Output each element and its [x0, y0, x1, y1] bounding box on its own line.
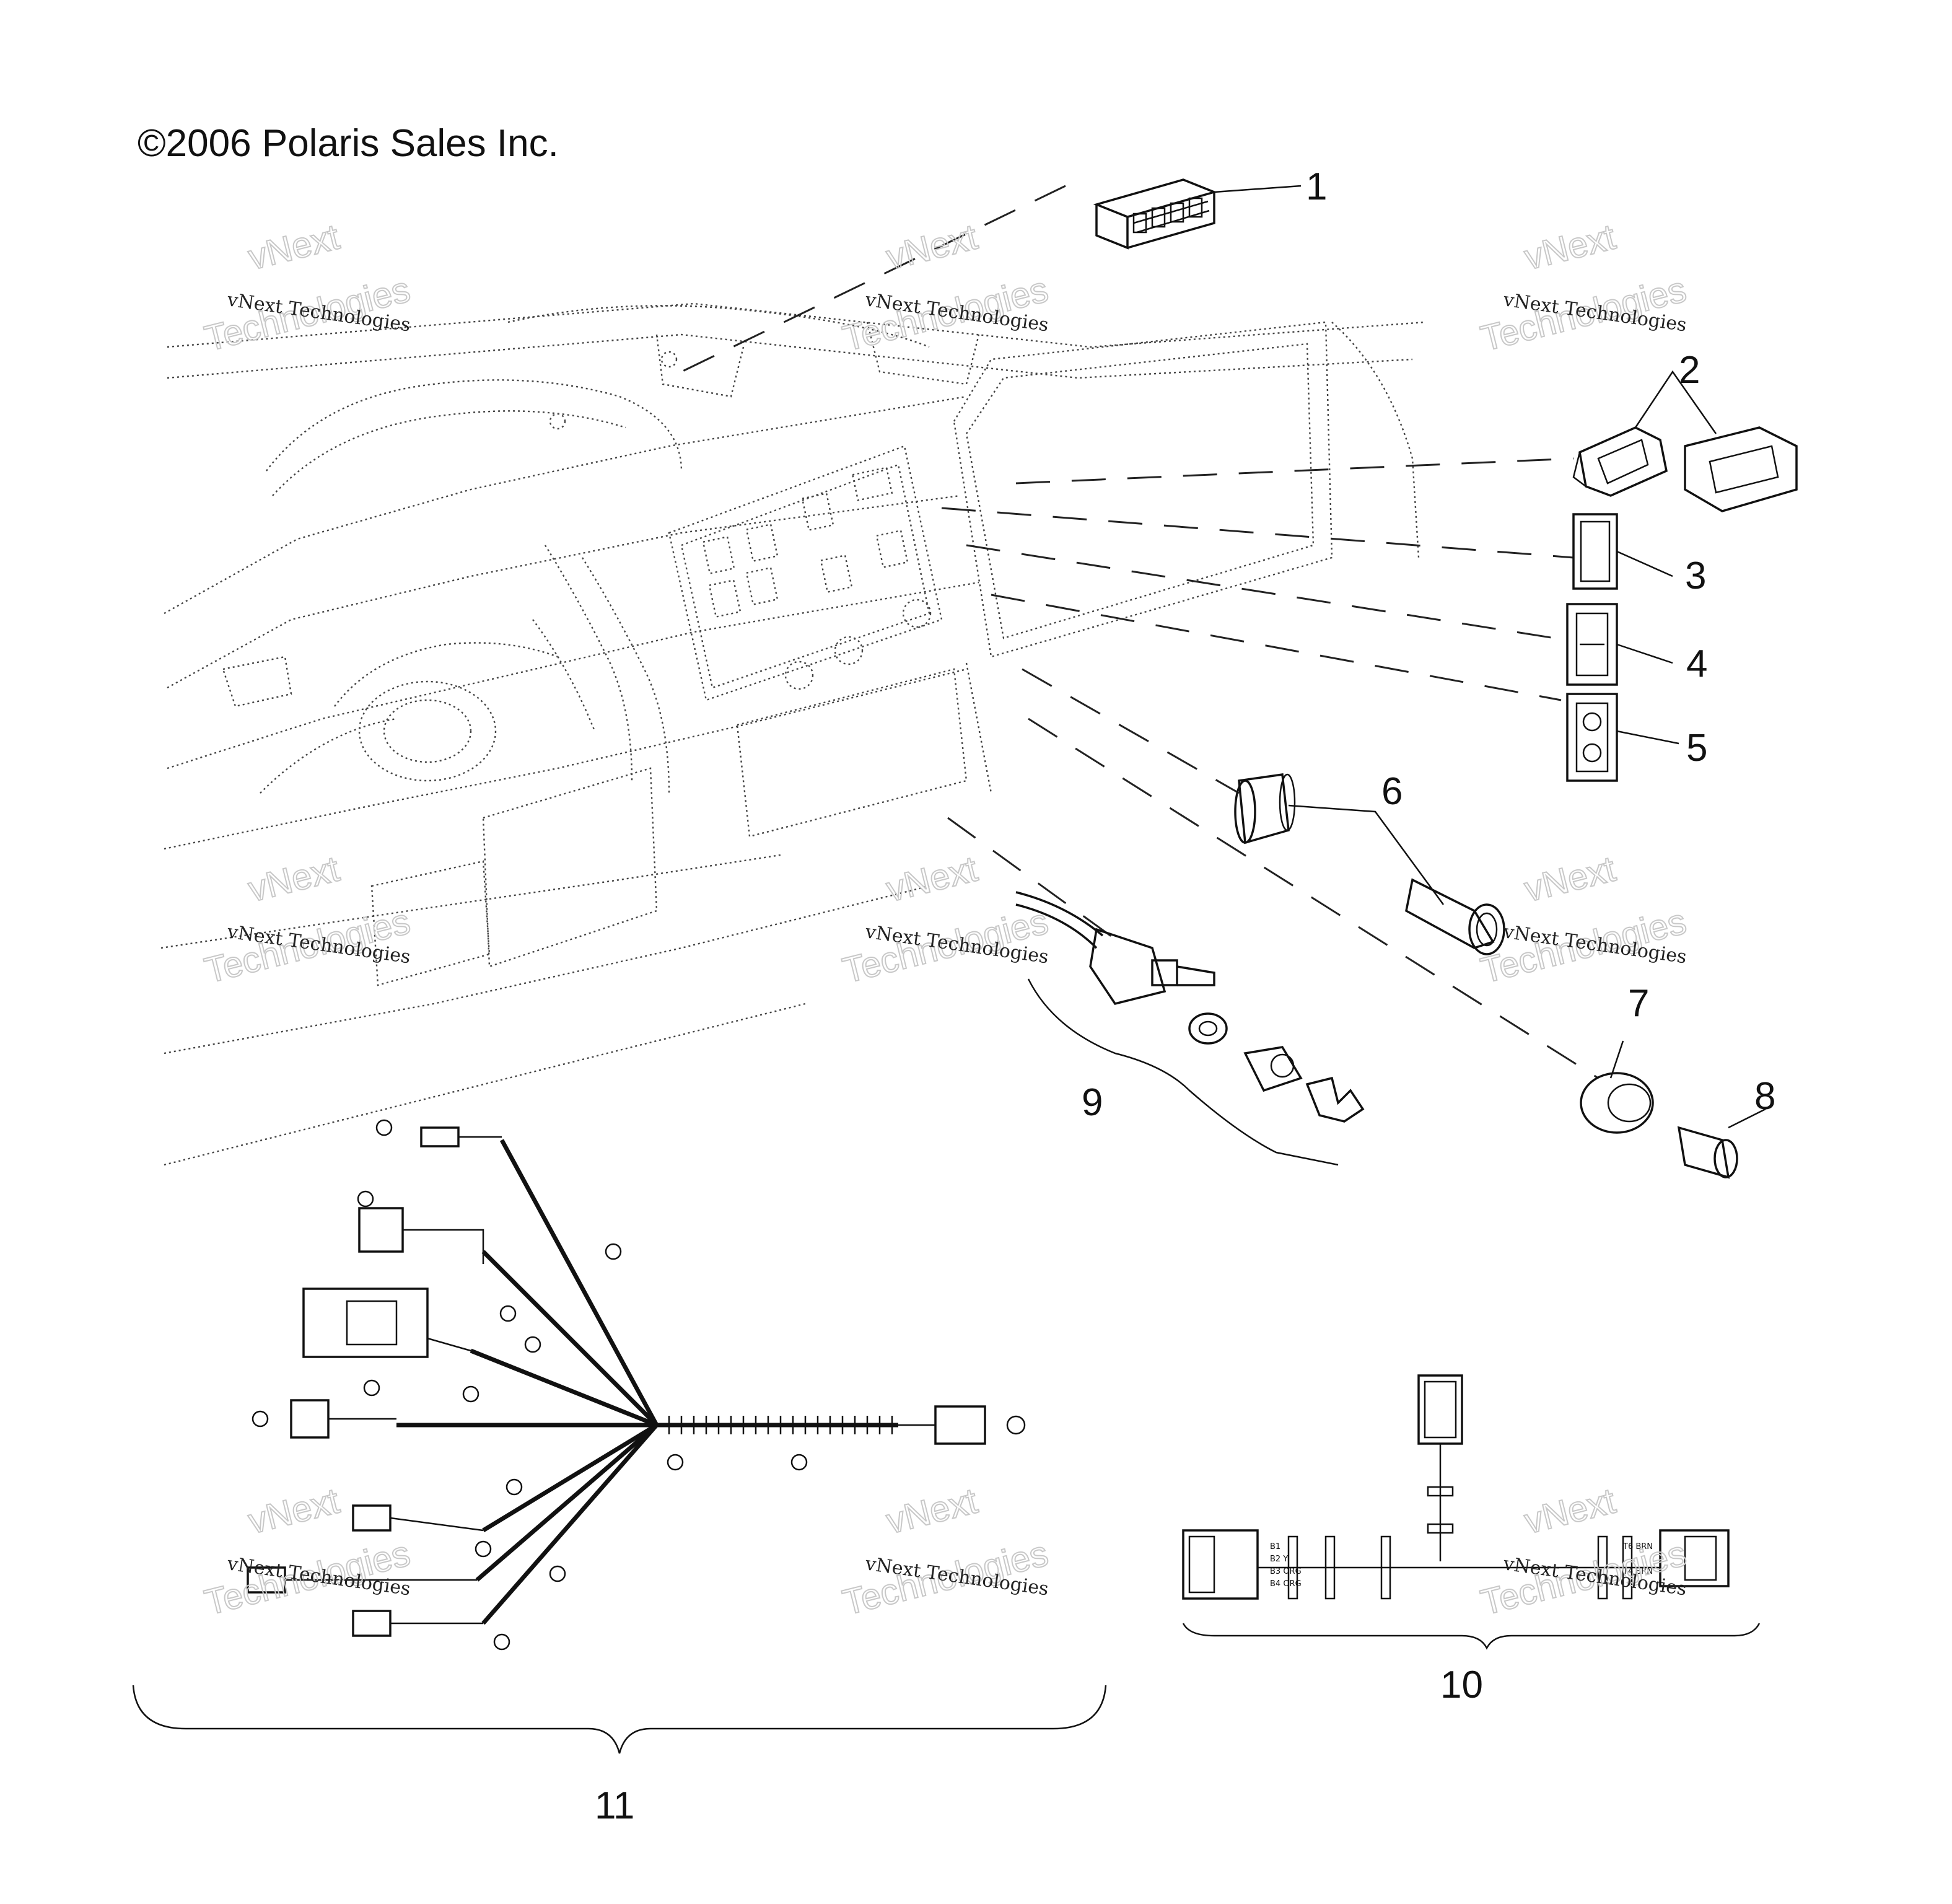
- svg-text:vNext: vNext: [244, 1480, 343, 1542]
- copyright-notice: ©2006 Polaris Sales Inc.: [138, 122, 559, 165]
- part-8-lamp: [1677, 1108, 1766, 1179]
- svg-text:vNext: vNext: [244, 216, 343, 278]
- svg-text:B1: B1: [1270, 1542, 1280, 1551]
- callout-1: 1: [1306, 165, 1327, 208]
- part-9-ignition-switch: [1015, 891, 1365, 1166]
- part-4-rocker-switch: [1566, 603, 1673, 686]
- part-2-bezels: [1572, 370, 1798, 512]
- callout-9: 9: [1082, 1081, 1103, 1124]
- svg-text:B3 ORG: B3 ORG: [1270, 1567, 1302, 1576]
- watermark-9: vNext Technologies vNext Technologies: [1476, 1480, 1691, 1623]
- callout-6: 6: [1381, 770, 1403, 813]
- watermark-7: vNext Technologies vNext Technologies: [200, 1480, 414, 1623]
- svg-text:vNext: vNext: [244, 848, 343, 910]
- callout-7: 7: [1628, 982, 1649, 1025]
- callout-5: 5: [1686, 727, 1707, 770]
- part-10-harness: B1 B2 Y B3 ORG B4 ORG T6 BRN T4 BRN: [1182, 1374, 1761, 1650]
- watermark-1: vNext Technologies vNext Technologies: [200, 216, 414, 359]
- svg-text:T4 BRN: T4 BRN: [1622, 1567, 1653, 1576]
- watermark-6: vNext Technologies vNext Technologies: [1476, 848, 1691, 991]
- svg-text:vNext: vNext: [882, 848, 981, 910]
- part-11-main-harness: [132, 1119, 1107, 1754]
- svg-text:vNext: vNext: [1520, 848, 1619, 910]
- watermark-2: vNext Technologies vNext Technologies: [838, 216, 1053, 359]
- svg-text:vNext: vNext: [882, 1480, 981, 1542]
- part-6-power-outlet: [1234, 773, 1505, 955]
- callout-4: 4: [1686, 643, 1707, 685]
- part-1-fuse-box: [1093, 178, 1302, 250]
- svg-text:vNext: vNext: [1520, 1480, 1619, 1542]
- callout-labels: 1 2 3 4 5 6 7 8 9 10 11: [595, 165, 1775, 1827]
- svg-text:B2 Y: B2 Y: [1270, 1555, 1288, 1564]
- leader-lines: [681, 185, 1599, 1079]
- watermark-3: vNext Technologies vNext Technologies: [1476, 216, 1691, 359]
- callout-8: 8: [1754, 1075, 1775, 1118]
- part-7-ring: [1580, 1040, 1654, 1134]
- callout-11: 11: [595, 1784, 634, 1827]
- svg-text:vNext: vNext: [882, 216, 981, 278]
- callout-10: 10: [1440, 1664, 1483, 1706]
- part-3-plate: [1572, 513, 1673, 590]
- svg-text:B4 ORG: B4 ORG: [1270, 1579, 1302, 1589]
- svg-text:vNext: vNext: [1520, 216, 1619, 278]
- watermarks: vNext Technologies vNext Technologies vN…: [200, 216, 1691, 1623]
- svg-text:T6 BRN: T6 BRN: [1622, 1542, 1653, 1551]
- part-5-switch: [1566, 693, 1679, 782]
- watermark-8: vNext Technologies vNext Technologies: [838, 1480, 1053, 1623]
- watermark-4: vNext Technologies vNext Technologies: [200, 848, 414, 991]
- dashboard-assembly: [160, 302, 1425, 1166]
- callout-3: 3: [1685, 555, 1706, 597]
- callout-2: 2: [1679, 349, 1700, 392]
